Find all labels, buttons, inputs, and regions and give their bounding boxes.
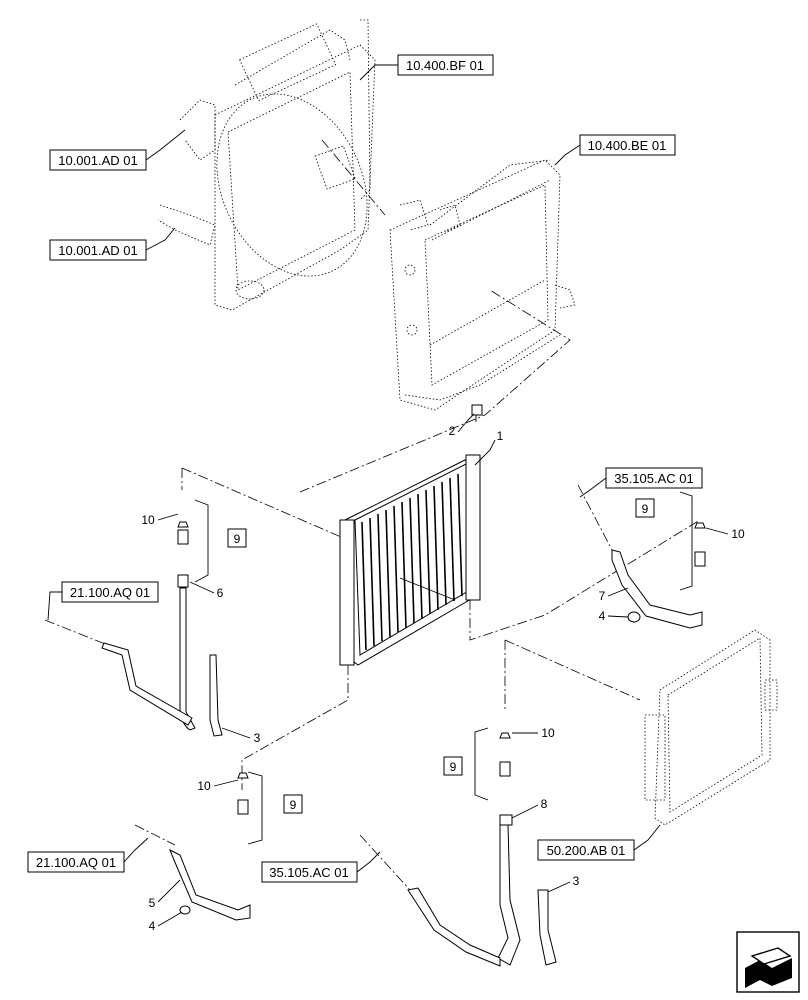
callout-4-lower: 4 [149, 919, 156, 933]
fan-shroud [157, 19, 376, 311]
callout-4-right: 4 [599, 609, 606, 623]
ref-21-100-aq01-lower: 21.100.AQ 01 [27, 837, 149, 873]
hose-group-lower-left [169, 772, 251, 921]
ref-50-200-ab01: 50.200.AB 01 [537, 824, 661, 861]
kit-box-9c-text: 9 [450, 760, 457, 774]
callout-6: 6 [217, 586, 224, 600]
hose-group-left [101, 521, 223, 737]
cooler-fins [361, 473, 463, 651]
ref-35-105-ac01-right: 35.105.AC 01 [579, 467, 703, 498]
ref-50-200-ab01-text: 50.200.AB 01 [547, 843, 626, 858]
ref-10-001-ad01-upper-text: 10.001.AD 01 [58, 153, 138, 168]
callouts: 1 2 10 6 3 10 5 4 10 8 3 10 7 4 [141, 413, 745, 933]
kit-box-9b: 9 [283, 794, 303, 814]
hose-group-right [611, 522, 706, 629]
ref-21-100-aq01-lower-text: 21.100.AQ 01 [36, 855, 116, 870]
ref-10-400-bf01: 10.400.BF 01 [359, 54, 494, 81]
callout-1: 1 [497, 429, 504, 443]
callout-10-upper-left: 10 [141, 513, 155, 527]
ref-35-105-ac01-bottom: 35.105.AC 01 [261, 851, 381, 883]
ref-10-001-ad01-upper: 10.001.AD 01 [49, 129, 186, 171]
kit-box-9a-text: 9 [234, 532, 241, 546]
kit-box-9d-text: 9 [642, 502, 649, 516]
ref-35-105-ac01-bottom-text: 35.105.AC 01 [269, 865, 349, 880]
hose-group-lower-middle [407, 732, 557, 967]
kit-box-9b-text: 9 [290, 798, 297, 812]
ref-10-400-bf01-text: 10.400.BF 01 [406, 58, 484, 73]
condenser [644, 629, 778, 826]
callout-3-left: 3 [254, 731, 261, 745]
ref-10-400-be01-text: 10.400.BE 01 [588, 138, 667, 153]
callout-8: 8 [541, 797, 548, 811]
callout-2: 2 [449, 424, 456, 438]
arrow-view-icon[interactable] [736, 931, 800, 993]
kit-box-9c: 9 [443, 756, 463, 776]
radiator [389, 159, 576, 411]
kit-box-9a: 9 [227, 528, 247, 548]
callout-10-lower-left: 10 [197, 779, 211, 793]
callout-3-right: 3 [573, 874, 580, 888]
centerlines [44, 139, 701, 891]
kit-box-9d: 9 [635, 498, 655, 518]
callout-5: 5 [149, 896, 156, 910]
oil-cooler [339, 454, 481, 666]
callout-10-right: 10 [731, 527, 745, 541]
ref-21-100-aq01-upper: 21.100.AQ 01 [47, 581, 159, 621]
ref-10-001-ad01-lower-text: 10.001.AD 01 [58, 243, 138, 258]
ref-10-001-ad01-lower: 10.001.AD 01 [49, 227, 176, 261]
ref-35-105-ac01-right-text: 35.105.AC 01 [614, 471, 694, 486]
drain-valve [471, 404, 483, 422]
callout-10-middle: 10 [541, 726, 555, 740]
callout-7: 7 [599, 589, 606, 603]
ref-21-100-aq01-upper-text: 21.100.AQ 01 [70, 585, 150, 600]
ref-10-400-be01: 10.400.BE 01 [554, 134, 676, 166]
kit-brackets [194, 491, 693, 845]
